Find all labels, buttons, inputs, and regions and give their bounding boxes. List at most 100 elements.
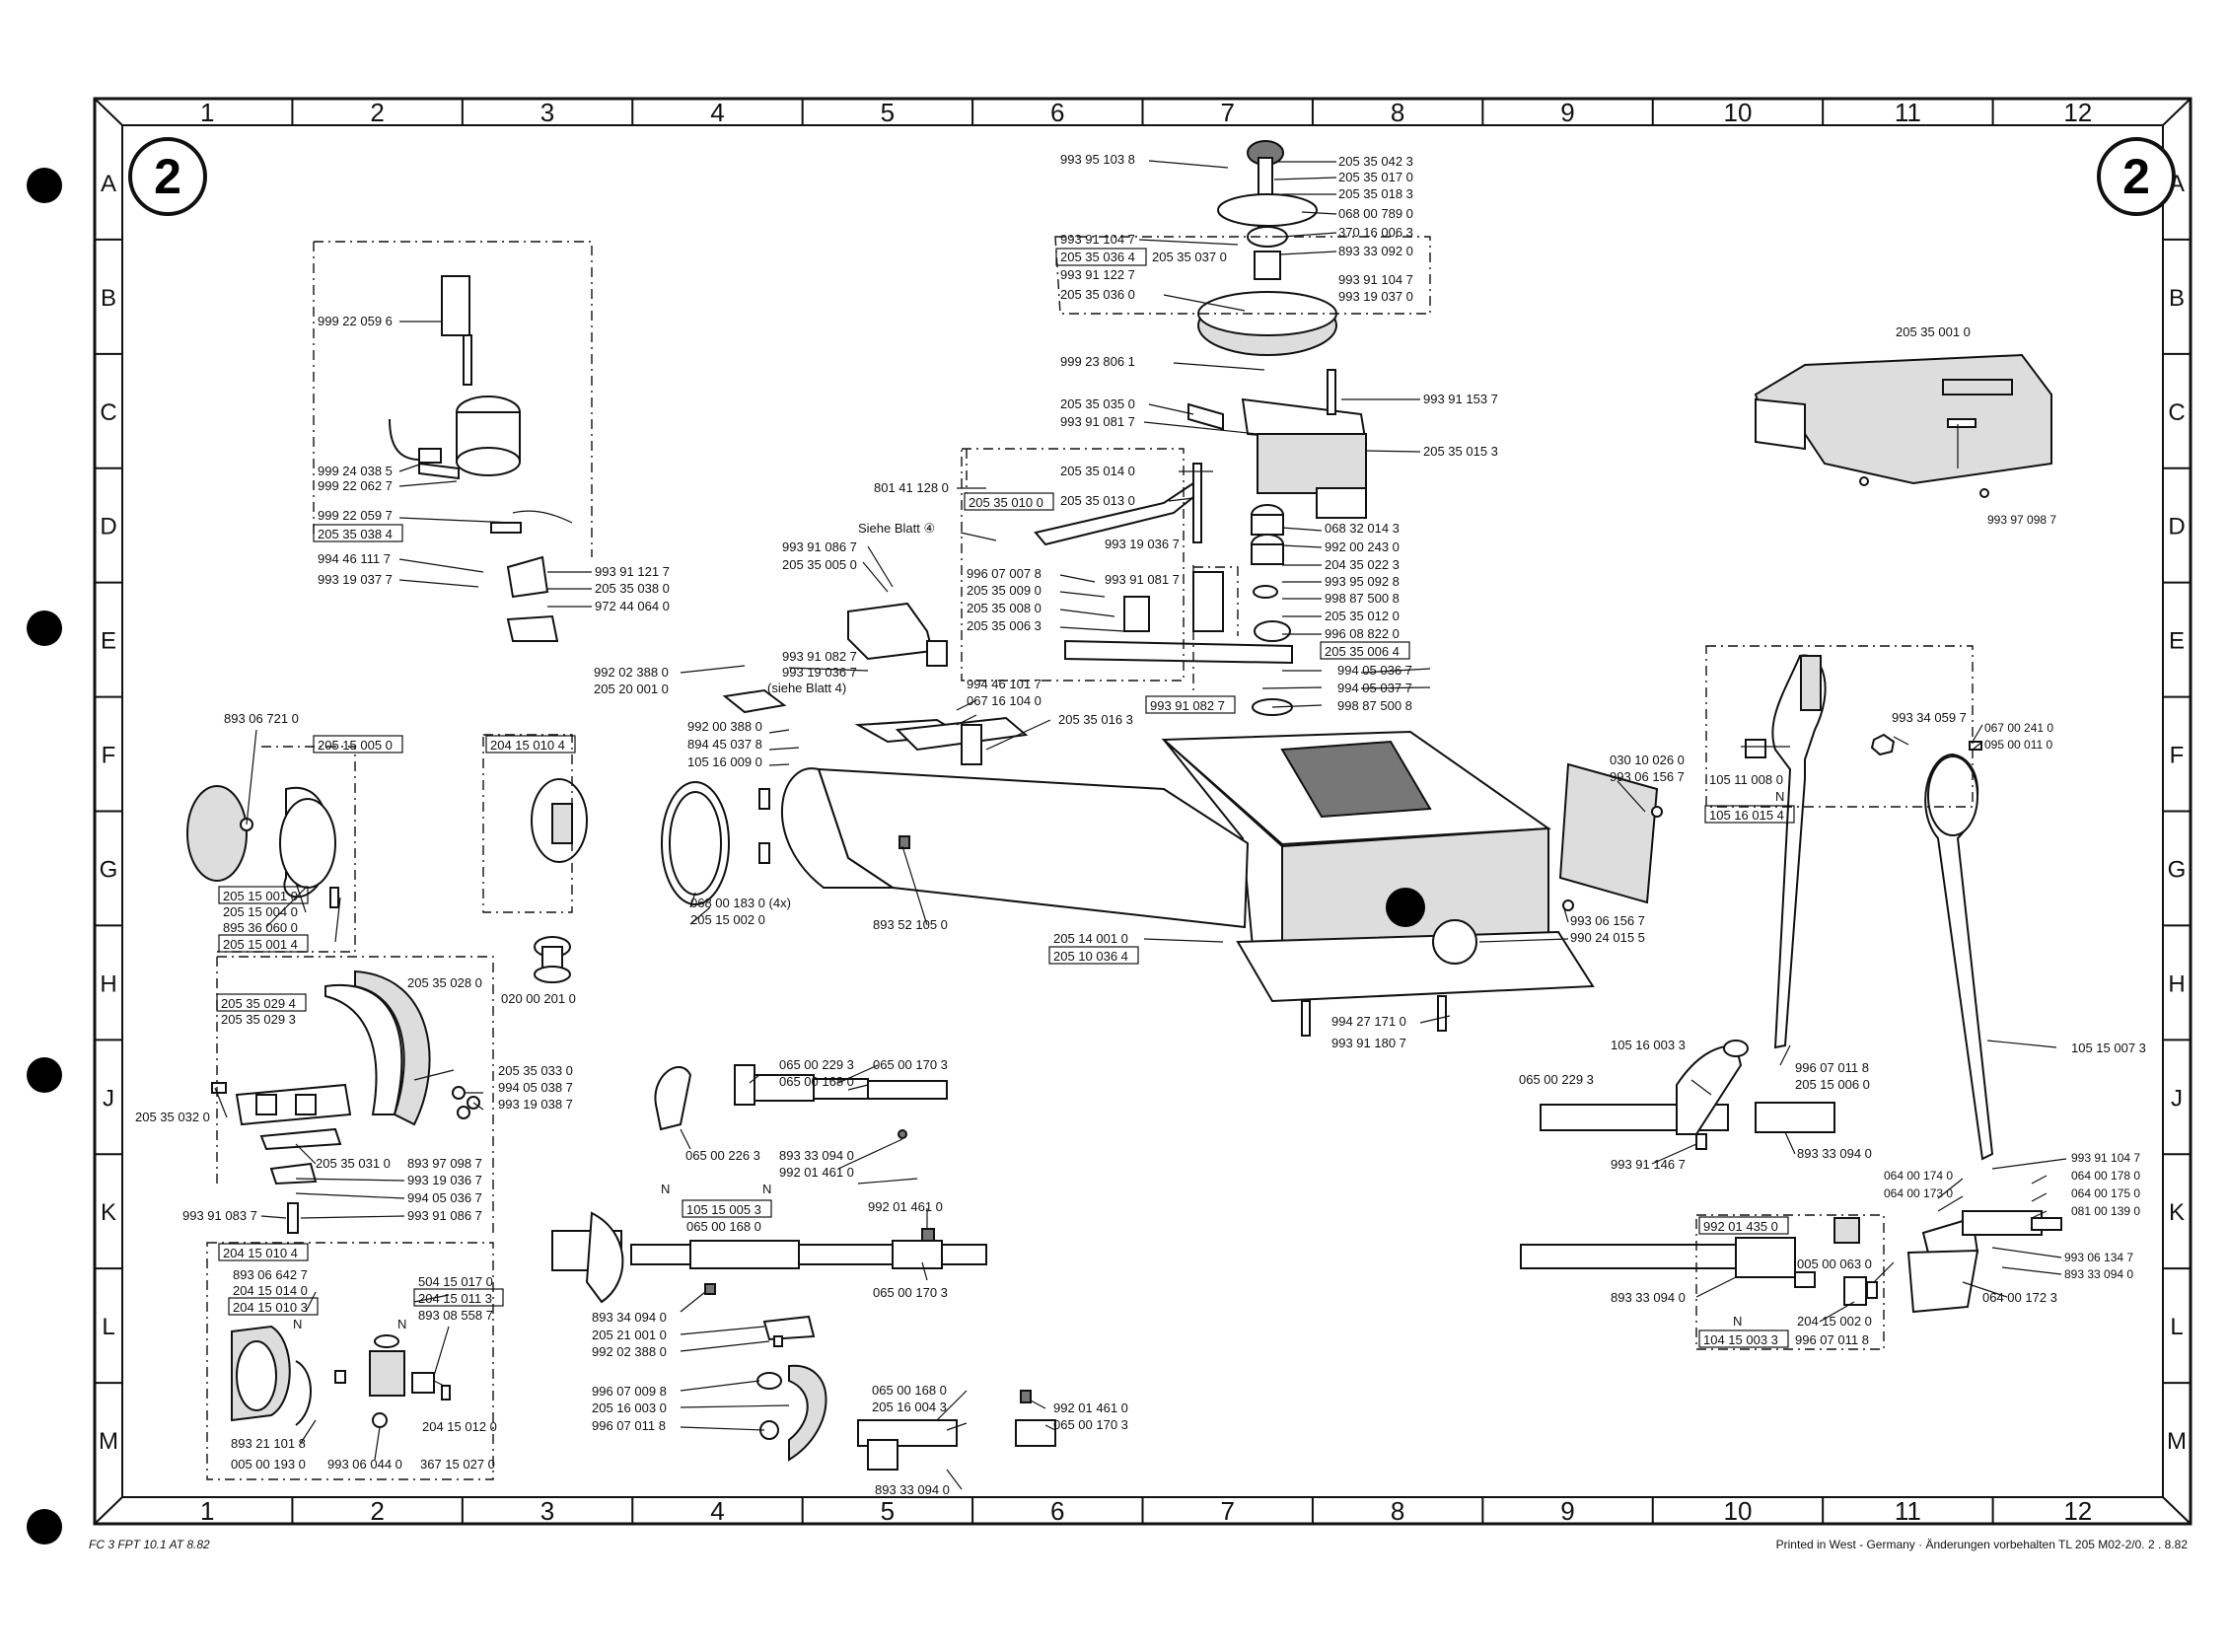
footer-left-code: FC 3 FPT 10.1 AT 8.82	[89, 1538, 210, 1551]
part-label: 996 07 011 8	[592, 1418, 666, 1433]
part-label: 205 35 032 0	[135, 1110, 210, 1124]
grid-column-label: 8	[1391, 1496, 1404, 1526]
part-label: N	[1733, 1314, 1742, 1329]
part-label: 993 91 104 7	[1338, 272, 1413, 287]
part-label: 894 45 037 8	[687, 737, 762, 752]
part-label: 998 87 500 8	[1337, 698, 1412, 713]
binder-hole	[27, 611, 62, 646]
boxed-part-frame	[485, 735, 576, 754]
curved-knife	[211, 970, 480, 1234]
part-label: 999 24 038 5	[318, 464, 393, 478]
part-label: 993 91 180 7	[1331, 1036, 1406, 1050]
part-label: 205 35 038 4	[318, 527, 393, 541]
part-label: Siehe Blatt ④	[858, 521, 935, 536]
part-illustrations	[186, 140, 2062, 1471]
part-label: 068 00 789 0	[1338, 206, 1413, 221]
part-label: 993 19 036 7	[782, 665, 857, 680]
part-label: 992 00 388 0	[687, 719, 762, 734]
grid-row-label: G	[100, 856, 118, 883]
part-label: 993 91 082 7	[782, 649, 857, 664]
part-label: 205 15 001 4	[223, 937, 298, 952]
part-label: 020 00 201 0	[501, 991, 576, 1006]
part-label: 205 35 033 0	[498, 1063, 573, 1078]
part-label: 993 91 104 7	[1060, 232, 1135, 247]
part-label: 205 35 029 4	[221, 996, 296, 1011]
grid-column-label: 3	[540, 98, 554, 127]
part-label: 205 35 006 4	[1325, 644, 1400, 659]
part-label: 067 16 104 0	[967, 693, 1042, 708]
part-label: 105 15 007 3	[2071, 1041, 2146, 1055]
part-label: 993 91 146 7	[1611, 1157, 1686, 1172]
grid-column-label: 5	[881, 98, 895, 127]
part-label: 993 91 086 7	[782, 539, 857, 554]
grid-column-label: 3	[540, 1496, 554, 1526]
part-label: 993 06 156 7	[1610, 769, 1685, 784]
grid-column-label: 4	[710, 98, 724, 127]
part-label: 994 46 111 7	[318, 551, 391, 566]
grid-column-label: 1	[200, 98, 214, 127]
part-label: 893 33 094 0	[2064, 1267, 2133, 1281]
lever-rail	[1034, 463, 1293, 665]
part-label: 992 01 461 0	[779, 1165, 854, 1180]
grid-row-label: C	[2168, 399, 2185, 426]
grid-row-label: F	[102, 743, 116, 769]
bobbin-case	[186, 778, 588, 983]
part-label: 999 23 806 1	[1060, 354, 1135, 369]
grid-column-label: 2	[370, 98, 384, 127]
boxed-part-frame	[1055, 248, 1147, 266]
part-label: 095 00 011 0	[1984, 738, 2053, 752]
part-label: 994 27 171 0	[1331, 1014, 1406, 1029]
part-label: 205 35 036 0	[1060, 287, 1135, 302]
grid-column-label: 2	[370, 1496, 384, 1526]
part-label: 999 22 059 6	[318, 314, 393, 328]
part-label: 205 35 017 0	[1338, 170, 1413, 184]
grid-row-label: H	[100, 970, 116, 997]
part-label: 205 21 001 0	[592, 1328, 667, 1342]
grid-column-label: 9	[1560, 1496, 1574, 1526]
grid-column-label: 7	[1220, 98, 1234, 127]
part-label: 996 07 011 8	[1795, 1060, 1869, 1075]
grid-row-label: J	[103, 1085, 114, 1112]
part-label: 105 15 005 3	[686, 1202, 761, 1217]
boxed-part-frame	[1048, 946, 1139, 965]
part-label: 205 15 002 0	[690, 912, 765, 927]
part-label: 205 35 038 0	[595, 581, 670, 596]
footer-right-imprint: Printed in West - Germany · Änderungen v…	[1776, 1538, 2189, 1551]
part-label: 994 05 036 7	[407, 1190, 482, 1205]
part-label: 993 91 082 7	[1150, 698, 1225, 713]
hook-race	[661, 767, 910, 905]
boxed-part-frame	[218, 934, 309, 953]
part-label: 993 91 121 7	[595, 564, 670, 579]
part-label: 205 14 001 0	[1053, 931, 1128, 946]
part-label: 065 00 229 3	[1519, 1072, 1594, 1087]
boxed-part-frame	[218, 886, 309, 904]
boxed-part-frame	[1145, 695, 1236, 714]
part-label: 204 15 010 4	[490, 738, 565, 753]
part-label: 064 00 172 3	[1982, 1290, 2057, 1305]
part-label: 065 00 226 3	[685, 1148, 760, 1163]
top-pulley-assembly	[1197, 140, 1337, 356]
part-label: 205 35 016 3	[1058, 712, 1133, 727]
grid-row-label: E	[2169, 628, 2185, 655]
grid-row-label: B	[101, 285, 116, 312]
grid-column-label: 12	[2063, 1496, 2092, 1526]
part-label: 993 95 092 8	[1325, 574, 1400, 589]
part-label: 993 19 037 7	[318, 572, 393, 587]
grid-row-label: B	[2169, 285, 2185, 312]
part-label: 996 07 007 8	[967, 566, 1042, 581]
binder-hole	[27, 1509, 62, 1544]
grid-column-label: 1	[200, 1496, 214, 1526]
grid-column-label: 12	[2063, 98, 2092, 127]
part-label: 205 16 004 3	[872, 1400, 947, 1414]
part-label: 105 16 003 3	[1611, 1038, 1686, 1052]
part-label: 205 35 014 0	[1060, 464, 1135, 478]
part-label: 893 33 092 0	[1338, 244, 1413, 258]
part-label: 893 33 094 0	[1611, 1290, 1686, 1305]
part-label: 801 41 128 0	[874, 480, 949, 495]
part-label: 204 15 012 0	[422, 1419, 497, 1434]
part-label: 998 87 500 8	[1325, 591, 1400, 606]
part-label: 065 00 170 3	[873, 1285, 948, 1300]
